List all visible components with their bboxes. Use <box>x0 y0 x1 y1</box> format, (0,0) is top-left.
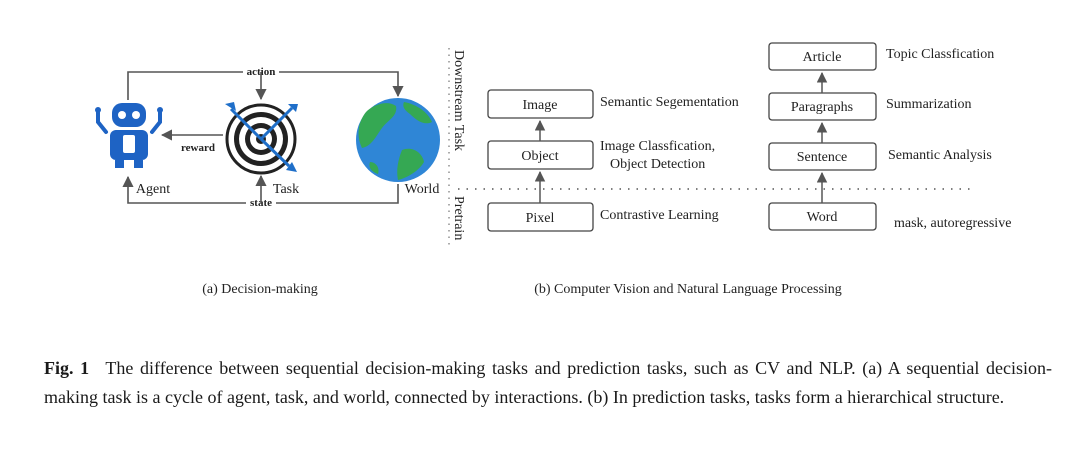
figure-number: Fig. 1 <box>44 358 90 378</box>
sub-caption-b: (b) Computer Vision and Natural Language… <box>534 282 842 297</box>
nlp-box-paragraphs-text: Paragraphs <box>791 100 853 115</box>
agent-label: Agent <box>136 182 170 197</box>
nlp-box-article: Article <box>768 42 877 71</box>
nlp-box-article-text: Article <box>803 50 842 65</box>
caption-text: The difference between sequential decisi… <box>44 358 1052 407</box>
cv-box-pixel-text: Pixel <box>526 211 555 226</box>
downstream-task-label: Downstream Task <box>451 50 466 151</box>
nlp-box-sentence-text: Sentence <box>797 150 848 165</box>
nlp-task-mask: mask, autoregressive <box>894 216 1011 231</box>
figure-1: action reward state Agent <box>95 42 1011 297</box>
cv-task-segmentation: Semantic Segementation <box>600 95 739 110</box>
globe-icon <box>356 98 440 182</box>
figure-caption: Fig. 1 The difference between sequential… <box>44 354 1052 412</box>
cv-box-image: Image <box>487 89 594 119</box>
target-icon <box>225 102 298 175</box>
sub-caption-a: (a) Decision-making <box>202 282 317 297</box>
nlp-box-paragraphs: Paragraphs <box>768 92 877 121</box>
nlp-box-word: Word <box>768 202 877 231</box>
cv-box-pixel: Pixel <box>487 202 594 232</box>
cv-box-image-text: Image <box>523 98 558 113</box>
nlp-task-semantic: Semantic Analysis <box>888 148 992 163</box>
robot-icon <box>95 103 163 168</box>
cv-task-contrastive: Contrastive Learning <box>600 208 719 223</box>
nlp-task-topic: Topic Classfication <box>886 47 994 62</box>
panel-a-decision-making: action reward state Agent <box>95 65 440 297</box>
world-label: World <box>405 182 440 197</box>
cv-task-classification: Image Classfication, <box>600 139 715 154</box>
panel-b-cv-nlp: Downstream Task Pretrain Image Object Pi… <box>448 42 1011 297</box>
nlp-box-word-text: Word <box>807 210 838 225</box>
nlp-box-sentence: Sentence <box>768 142 877 171</box>
cv-task-detection: Object Detection <box>610 157 705 172</box>
cv-box-object-text: Object <box>521 149 558 164</box>
task-label: Task <box>273 182 299 197</box>
cv-box-object: Object <box>487 140 594 170</box>
reward-label: reward <box>181 142 215 154</box>
pretrain-label: Pretrain <box>451 196 466 240</box>
nlp-task-summarization: Summarization <box>886 97 972 112</box>
